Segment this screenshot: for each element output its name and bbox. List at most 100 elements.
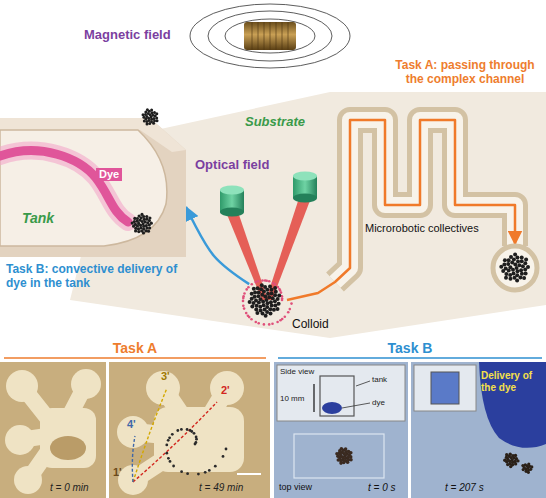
illustration-part — [266, 301, 270, 305]
illustration-part — [522, 276, 526, 280]
dye-glow — [0, 151, 128, 222]
illustration-part — [294, 434, 384, 478]
illustration-part — [517, 263, 521, 267]
illustration-part — [270, 292, 274, 296]
illustration-part — [337, 458, 341, 462]
illustration-part — [274, 362, 408, 498]
illustration-part — [0, 362, 106, 498]
illustration-part — [133, 402, 217, 482]
annotation: Delivery of the dye — [481, 370, 543, 394]
illustration-part — [520, 259, 524, 263]
illustration-part — [256, 286, 260, 290]
illustration-part — [282, 22, 283, 50]
illustration-part — [6, 370, 38, 402]
illustration-part — [195, 441, 198, 444]
illustration-part — [503, 459, 506, 462]
illustration-part — [133, 217, 136, 220]
part-label: dye — [372, 398, 385, 408]
substrate-label: Substrate — [245, 114, 305, 130]
illustration-part — [242, 300, 245, 303]
illustration-part — [137, 230, 140, 233]
illustration-part — [134, 229, 137, 232]
illustration-part — [142, 231, 145, 234]
header-rule — [278, 357, 542, 359]
illustration-part — [259, 287, 263, 291]
trajectory-number: 2' — [221, 384, 230, 397]
task-title: Task A: passing through the complex chan… — [390, 58, 540, 87]
illustration-part — [252, 301, 256, 305]
illustration-part — [176, 429, 179, 432]
illustration-part — [518, 276, 522, 280]
illustration-part — [527, 471, 530, 474]
channel-wall — [335, 120, 515, 282]
illustration-part — [254, 281, 257, 284]
illustration-part — [167, 439, 170, 442]
tank-label: Tank — [22, 210, 54, 226]
illustration-part — [137, 227, 140, 230]
dye-spread — [479, 362, 546, 448]
illustration-part — [349, 458, 353, 462]
illustration-part — [272, 308, 276, 312]
microrobot-cluster — [142, 108, 159, 125]
illustration-part — [289, 308, 292, 311]
illustration-part — [504, 272, 508, 276]
illustration-part — [281, 297, 284, 300]
colloid-particles — [242, 279, 293, 326]
channel-path-arrow — [287, 120, 515, 300]
illustration-part — [146, 108, 149, 111]
illustration-part — [165, 452, 168, 455]
illustration-part — [274, 290, 278, 294]
illustration-part — [109, 362, 270, 498]
illustration-part — [140, 213, 143, 216]
photo-panel: t = 0 min — [0, 362, 106, 498]
illustration-part — [516, 459, 519, 462]
illustration-part — [252, 22, 253, 50]
illustration-part — [256, 294, 260, 298]
illustration-part — [154, 407, 244, 472]
illustration-part — [186, 428, 189, 431]
trajectory-number: 3' — [161, 370, 170, 383]
illustration-part — [257, 322, 260, 325]
microrobot-cluster — [335, 447, 353, 465]
illustration-part — [519, 268, 523, 272]
illustration-part — [195, 436, 198, 439]
illustration-part — [193, 432, 196, 435]
illustration-part — [523, 261, 527, 265]
microrobot-cluster — [499, 253, 530, 283]
illustration-part — [250, 318, 253, 321]
illustration-part — [146, 123, 149, 126]
illustration-part — [505, 453, 508, 456]
illustration-part — [335, 452, 339, 456]
illustration-part — [322, 402, 342, 414]
part-label: Colloid — [292, 318, 329, 332]
illustration-part — [273, 286, 277, 290]
illustration-part — [340, 447, 344, 451]
illustration-part — [264, 314, 268, 318]
illustration-part — [504, 276, 508, 280]
illustration-part — [509, 465, 512, 468]
header-rule — [4, 357, 266, 359]
illustration-part — [320, 376, 354, 416]
illustration-part — [71, 369, 101, 399]
field-lines — [190, 4, 350, 68]
illustration-part — [150, 109, 153, 112]
illustration-part — [514, 462, 517, 465]
illustration-part — [172, 465, 175, 468]
illustration-part — [210, 371, 244, 405]
illustration-part — [225, 448, 228, 451]
illustration-part — [499, 265, 503, 269]
illustration-part — [524, 258, 528, 262]
illustration-part — [255, 311, 259, 315]
microrobot-cluster — [503, 453, 519, 469]
section-header: Task B — [274, 340, 546, 357]
illustration-part — [278, 288, 281, 291]
illustration-part — [260, 283, 264, 287]
illustration-part — [274, 283, 277, 286]
illustration-part — [508, 273, 512, 277]
illustration-part — [273, 293, 277, 297]
illustration-part — [527, 463, 530, 466]
illustration-part — [245, 288, 248, 291]
illustration-part — [264, 22, 265, 50]
illustration-part — [132, 225, 135, 228]
illustration-part — [349, 451, 353, 455]
